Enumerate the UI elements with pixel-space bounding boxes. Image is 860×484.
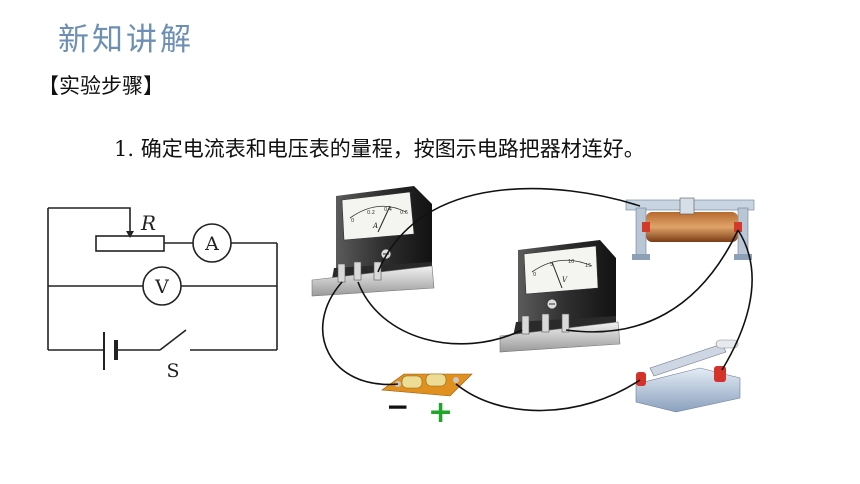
connecting-wires (321, 187, 753, 412)
voltmeter-unit: V (562, 276, 568, 284)
switch-handle (715, 339, 739, 349)
wire-slider (48, 207, 131, 235)
rheostat-slider (679, 197, 695, 215)
switch-terminal-left (636, 372, 646, 386)
battery-positive-sign: + (428, 395, 453, 430)
voltmeter-tick-1: 5 (550, 262, 553, 268)
switch-label: S (166, 360, 179, 382)
rheostat-terminal-right (734, 222, 742, 232)
ammeter-unit: A (372, 222, 378, 230)
ammeter-device: 0 0.2 0.4 0.6 A (311, 186, 435, 297)
ammeter-terminals (337, 261, 382, 283)
voltmeter-tick-3: 15 (585, 263, 591, 269)
ammeter-tick-0: 0 (351, 218, 354, 224)
voltmeter-terminals (521, 313, 570, 335)
section-title: 新知讲解 (58, 22, 194, 58)
voltmeter-label: V (154, 276, 169, 298)
switch-terminal-right (714, 366, 726, 382)
switch-blade-device (649, 343, 727, 377)
switch-device (635, 339, 741, 413)
rheostat-label: R (140, 211, 156, 235)
voltmeter-device: 0 5 10 15 V (499, 240, 621, 353)
voltmeter-needle (551, 261, 563, 289)
battery-negative-sign: − (386, 390, 409, 423)
voltmeter-tick-2: 10 (568, 259, 574, 265)
step-1-text: 1. 确定电流表和电压表的量程，按图示电路把器材连好。 (114, 137, 645, 161)
ammeter-tick-1: 0.2 (367, 210, 375, 216)
ammeter-tick-3: 0.6 (400, 210, 408, 216)
ammeter-dial (341, 191, 415, 241)
rheostat-device (625, 197, 755, 260)
ammeter-needle (377, 205, 391, 233)
ammeter-label: A (204, 233, 219, 255)
switch-blade (159, 329, 187, 351)
battery-holder (381, 373, 473, 397)
rheostat-coil (646, 212, 738, 242)
rheostat-terminal-left (642, 222, 650, 232)
voltmeter-tick-0: 0 (533, 272, 536, 278)
voltmeter-dial (523, 245, 599, 295)
ammeter-tick-2: 0.4 (384, 207, 392, 213)
step-heading: 【实验步骤】 (38, 74, 164, 98)
